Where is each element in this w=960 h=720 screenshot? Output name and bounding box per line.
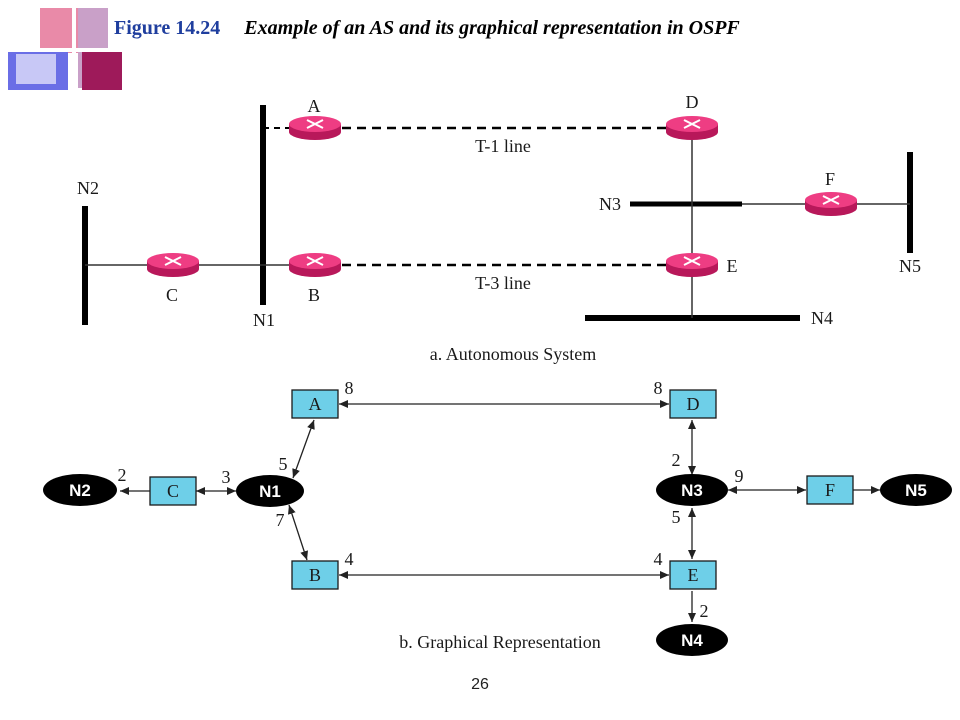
node-f-label: F xyxy=(825,480,835,500)
graphical-representation: A B C D E F N1 N2 N3 N4 N5 2 3 5 7 8 8 4… xyxy=(43,378,952,656)
node-c-label: C xyxy=(167,481,179,501)
node-b-label: B xyxy=(309,565,321,585)
t3-line-label: T-3 line xyxy=(475,273,531,293)
node-f-box xyxy=(806,475,854,505)
router-e-icon xyxy=(665,252,719,278)
page-number: 26 xyxy=(471,676,489,693)
node-n1-oval xyxy=(236,475,304,507)
cost-a-d: 8 xyxy=(345,378,354,398)
router-f-label: F xyxy=(825,169,835,189)
router-a-icon xyxy=(288,115,342,141)
node-c-box xyxy=(149,476,197,506)
t1-line-label: T-1 line xyxy=(475,136,531,156)
router-c-icon xyxy=(146,252,200,278)
network-n5-label: N5 xyxy=(899,256,921,276)
part-a-caption: a. Autonomous System xyxy=(430,344,597,364)
network-n1-label: N1 xyxy=(253,310,275,330)
edge-n1-a xyxy=(292,419,315,479)
router-b-label: B xyxy=(308,285,320,305)
node-n3-oval xyxy=(656,474,728,506)
node-e-box xyxy=(669,560,717,590)
cost-c-n1: 3 xyxy=(222,467,231,487)
cost-b-e: 4 xyxy=(345,549,354,569)
router-b-icon xyxy=(288,252,342,278)
figure-number: Figure 14.24 xyxy=(114,17,221,39)
cost-a-n1: 5 xyxy=(279,454,288,474)
cost-n3-f: 9 xyxy=(735,466,744,486)
network-n2-label: N2 xyxy=(77,178,99,198)
node-n2-oval xyxy=(43,474,117,506)
figure-title: Figure 14.24 Example of an AS and its gra… xyxy=(114,17,740,40)
node-e-label: E xyxy=(688,565,699,585)
node-n5-oval xyxy=(880,474,952,506)
router-c-label: C xyxy=(166,285,178,305)
cost-e-n3: 5 xyxy=(672,507,681,527)
corner-logo xyxy=(0,0,140,95)
network-n3-label: N3 xyxy=(599,194,621,214)
node-n5-label: N5 xyxy=(905,481,927,500)
node-n3-label: N3 xyxy=(681,481,703,500)
node-n2-label: N2 xyxy=(69,481,91,500)
network-n4-label: N4 xyxy=(811,308,833,328)
router-a-label: A xyxy=(308,96,321,116)
cost-d-a: 8 xyxy=(654,378,663,398)
node-a-box xyxy=(291,389,339,419)
router-d-label: D xyxy=(686,92,699,112)
cost-e-b: 4 xyxy=(654,549,663,569)
cost-c-n2: 2 xyxy=(118,465,127,485)
router-d-icon xyxy=(665,115,719,141)
router-f-icon xyxy=(804,191,858,217)
node-n4-label: N4 xyxy=(681,631,703,650)
node-b-box xyxy=(291,560,339,590)
part-b-caption: b. Graphical Representation xyxy=(399,632,600,652)
node-n4-oval xyxy=(656,624,728,656)
cost-d-n3: 2 xyxy=(672,450,681,470)
router-e-label: E xyxy=(727,256,738,276)
autonomous-system: A B C D E F N1 N2 N3 N4 N5 T-1 line T-3 … xyxy=(77,92,921,364)
figure-caption: Example of an AS and its graphical repre… xyxy=(244,17,740,39)
node-d-label: D xyxy=(687,394,700,414)
node-a-label: A xyxy=(309,394,322,414)
node-d-box xyxy=(669,389,717,419)
node-n1-label: N1 xyxy=(259,482,281,501)
edge-n1-b xyxy=(287,504,309,561)
cost-b-n1: 7 xyxy=(276,510,285,530)
cost-e-n4: 2 xyxy=(700,601,709,621)
